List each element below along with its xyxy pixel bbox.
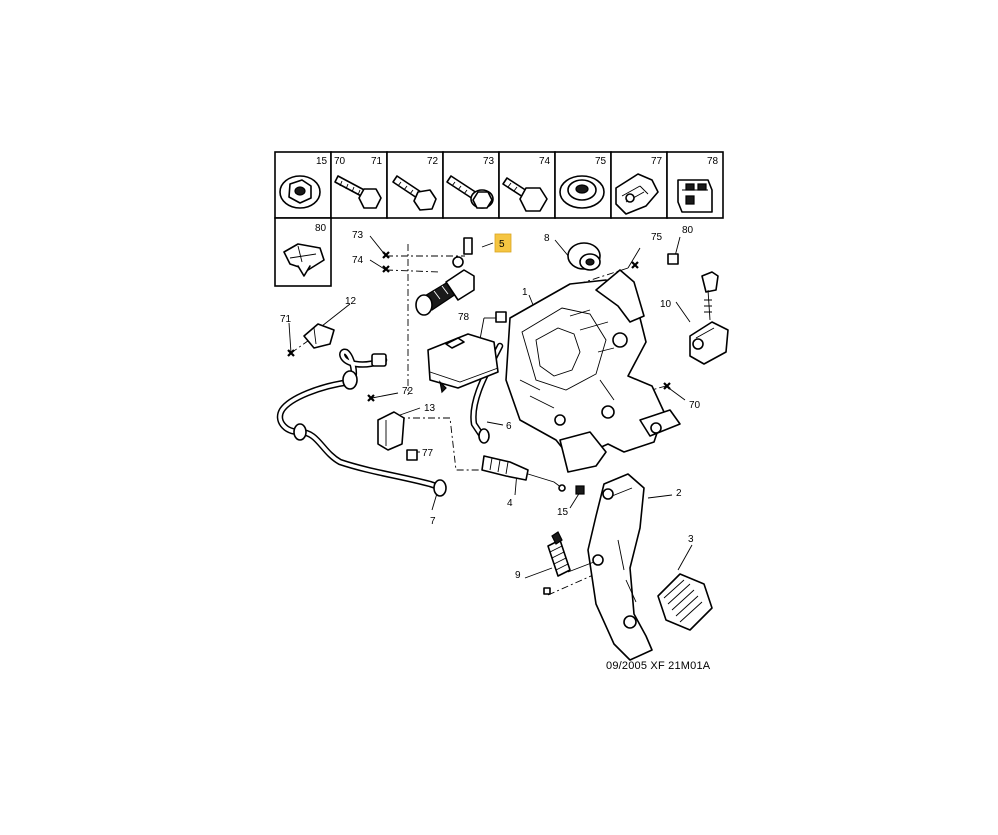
callout-6[interactable]: 6	[506, 421, 512, 432]
washer-nut-icon	[559, 175, 605, 209]
callout-13[interactable]: 13	[424, 403, 436, 414]
callout-70[interactable]: 70	[689, 400, 701, 411]
highlighted-callout-box	[494, 233, 512, 253]
callout-73[interactable]: 73	[352, 230, 364, 241]
pipe-clip-13	[377, 411, 405, 451]
callout-9[interactable]: 9	[515, 570, 521, 581]
cell-label-78: 78	[707, 156, 719, 167]
callout-7[interactable]: 7	[430, 516, 436, 527]
callout-2[interactable]: 2	[676, 488, 682, 499]
cell-label-80: 80	[315, 223, 327, 234]
callout-74[interactable]: 74	[352, 255, 364, 266]
pedal-pad	[657, 573, 713, 631]
pipe-fittings	[293, 353, 490, 497]
callout-77[interactable]: 77	[422, 448, 434, 459]
callout-3[interactable]: 3	[688, 534, 694, 545]
cell-label-75: 75	[595, 156, 607, 167]
callout-71[interactable]: 71	[280, 314, 292, 325]
callout-1[interactable]: 1	[522, 287, 528, 298]
callout-80[interactable]: 80	[682, 225, 694, 236]
bolt-73-icon	[446, 175, 494, 209]
callout-72[interactable]: 72	[402, 386, 414, 397]
assist-spring	[547, 531, 604, 577]
callout-15[interactable]: 15	[557, 507, 569, 518]
callout-labels: 5 1 2 3 4 6 7 8 9 10 12 13 15 70 71 72 7…	[280, 225, 701, 581]
callout-8[interactable]: 8	[544, 233, 550, 244]
fluid-reservoir	[427, 333, 499, 394]
cell-label-77: 77	[651, 156, 663, 167]
clip-77-icon	[615, 173, 659, 215]
fastener-markers	[287, 251, 679, 595]
callout-5[interactable]: 5	[499, 239, 505, 250]
pipe-clip-12	[303, 323, 335, 349]
bolt-74-icon	[502, 177, 548, 212]
flange-nut-icon	[279, 175, 321, 209]
pedal-bracket	[505, 269, 681, 473]
cell-label-74: 74	[539, 156, 551, 167]
bolt-72-icon	[392, 175, 437, 211]
master-cylinder	[481, 455, 566, 492]
clip-80-icon	[283, 243, 325, 277]
diagram-reference-code: 09/2005 XF 21M01A	[606, 660, 711, 672]
cell-label-71: 71	[371, 156, 383, 167]
clutch-pedal-arm	[587, 473, 653, 661]
callout-75[interactable]: 75	[651, 232, 663, 243]
fastener-table: 15 70 71 72 73 74 75 77 78 80	[274, 151, 724, 287]
cell-label-72: 72	[427, 156, 439, 167]
pivot-bush	[567, 242, 601, 271]
callout-4[interactable]: 4	[507, 498, 513, 509]
bolt-70-71-icon	[334, 175, 382, 209]
callout-78[interactable]: 78	[458, 312, 470, 323]
cell-label-73: 73	[483, 156, 495, 167]
connector-78-icon	[677, 179, 713, 213]
pedal-switch	[689, 271, 729, 365]
cell-label-70: 70	[334, 156, 346, 167]
callout-12[interactable]: 12	[345, 296, 357, 307]
callout-10[interactable]: 10	[660, 299, 672, 310]
cell-label-15: 15	[316, 156, 328, 167]
slave-cylinder	[415, 237, 475, 316]
